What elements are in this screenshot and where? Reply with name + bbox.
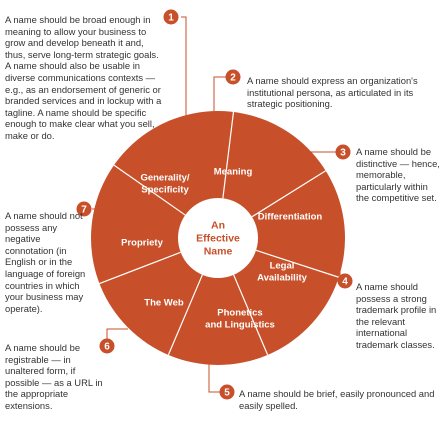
segment-phonetics-linguistics: Phonetics [217,307,262,318]
note-5-phonetics-linguistics: A name should be brief, easily pronounce… [239,388,435,411]
segment-divider-4 [255,249,339,278]
center-label: Name [204,246,233,258]
badge-3: 3 [335,144,351,160]
badge-circle [335,144,351,160]
segment-divider-2 [222,111,235,199]
leader-line-1 [181,16,187,136]
badge-circle [163,9,179,25]
center-circle [178,198,258,278]
segment-legal-availability: Legal [270,260,295,271]
badge-number: 3 [340,148,346,159]
segment-divider-6 [167,274,203,356]
segment-generality-specificity: Specificity [141,184,189,195]
segment-divider-1 [113,164,186,216]
badge-circle [225,69,241,85]
segment-divider-5 [233,274,269,356]
segment-differentiation: Differentiation [258,211,323,222]
badge-2: 2 [225,69,241,85]
badge-number: 7 [81,205,87,216]
segment-propriety: Propriety [121,237,163,248]
segment-divider-3 [251,170,327,218]
note-1-generality-specificity: A name should be broad enough in meaning… [5,14,162,141]
badge-6: 6 [99,338,115,354]
badge-5: 5 [219,384,235,400]
segment-generality-specificity: Generality/ [140,172,189,183]
badge-number: 4 [342,277,348,288]
center-label: Effective [196,233,240,245]
badge-circle [99,338,115,354]
leader-line-2 [213,76,226,122]
badge-1: 1 [163,9,179,25]
segment-the-web: The Web [144,297,184,308]
segment-labels: Generality/Specificity MeaningDifferentia… [121,166,322,330]
note-3-differentiation: A name should be distinctive — hence, me… [356,146,440,204]
segment-divider-7 [99,251,181,285]
badge-circle [337,273,353,289]
badge-number: 5 [224,388,230,399]
segment-phonetics-linguistics: and Linguistics [205,319,275,330]
badge-number: 1 [168,13,174,24]
note-7-propriety: A name should not possess any negative c… [5,210,86,314]
segment-meaning: Meaning [214,166,253,177]
badge-number: 2 [230,73,236,84]
center-label: An [211,220,225,232]
badge-number: 6 [104,342,110,353]
badge-circle [219,384,235,400]
badge-7: 7 [76,201,92,217]
segment-legal-availability: Availability [257,272,308,283]
note-2-meaning: A name should express an organization's … [247,75,418,110]
badge-4: 4 [337,273,353,289]
number-badges: 1 2 3 4 5 6 7 [76,9,353,400]
badge-circle [76,201,92,217]
note-4-legal-availability: A name should possess a strong trademark… [356,281,437,350]
note-6-the-web: A name should be registrable — in unalte… [5,342,103,411]
